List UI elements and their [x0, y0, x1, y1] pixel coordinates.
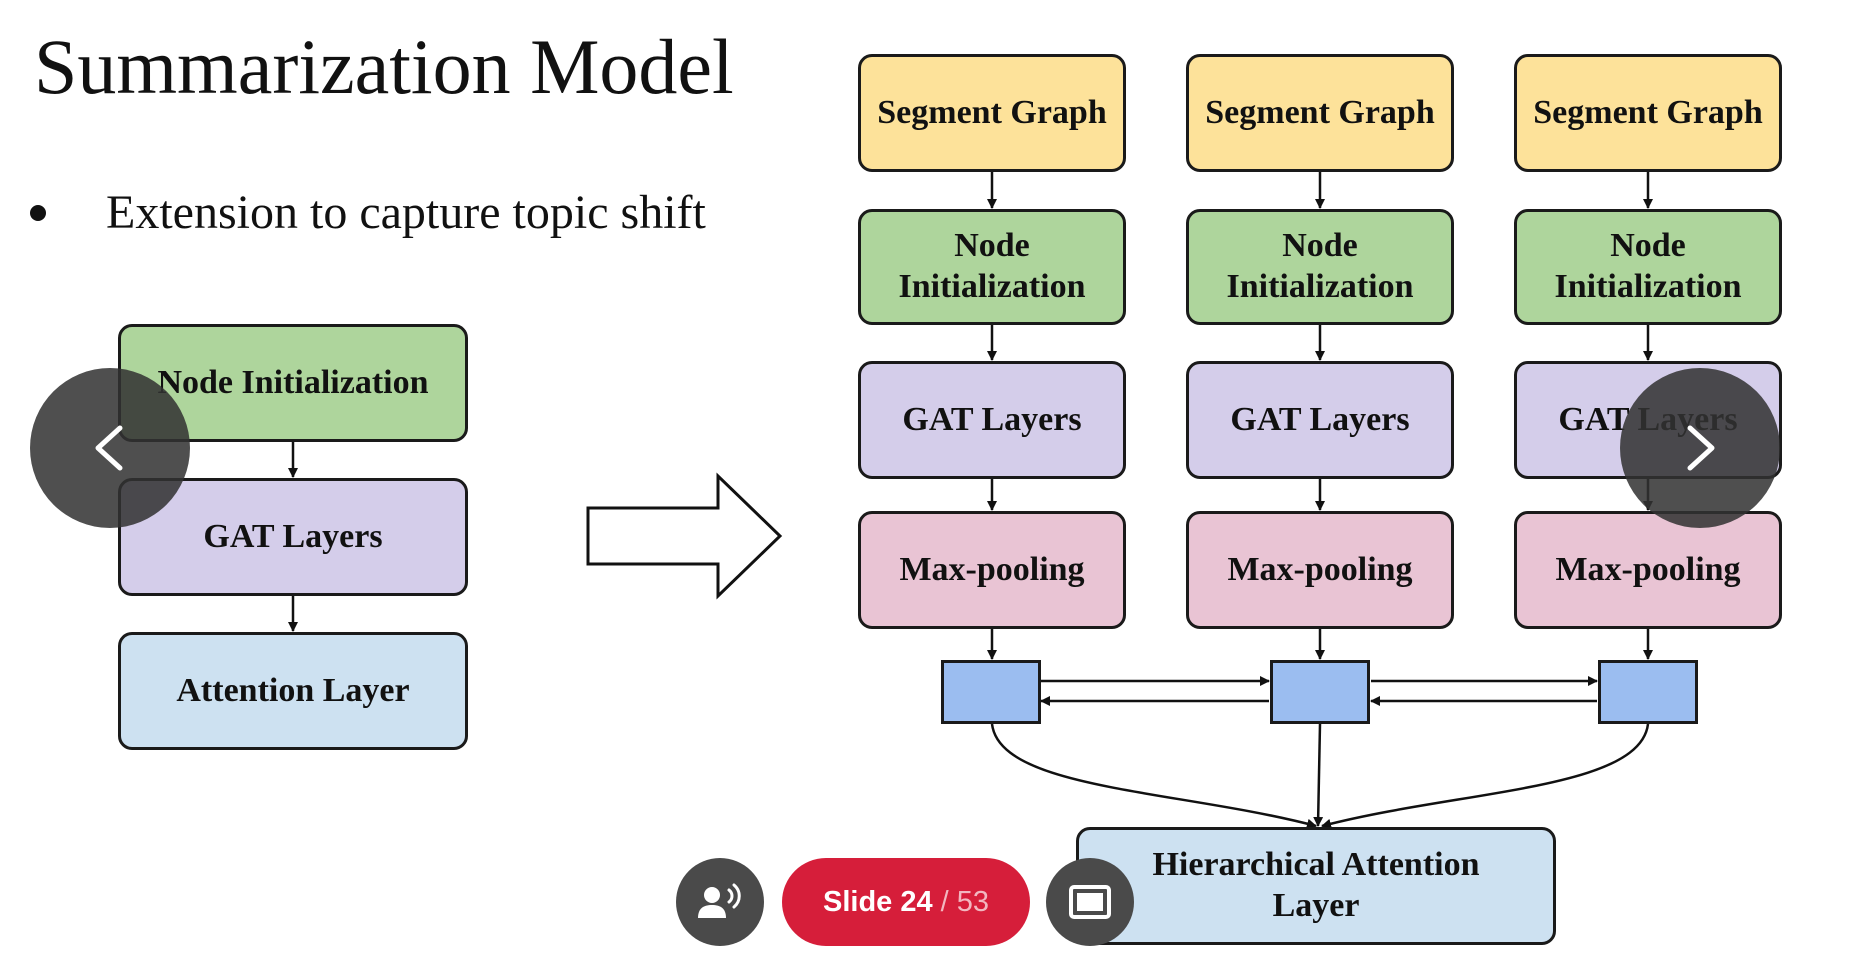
box-label: GAT Layers — [902, 400, 1082, 438]
chevron-right-icon — [1687, 425, 1715, 471]
gat-layers-box: GAT Layers — [858, 361, 1126, 479]
segment-graph-box: Segment Graph — [1514, 54, 1782, 172]
hierarchical-attention-box: Hierarchical Attention Layer — [1076, 827, 1556, 945]
max-pooling-box: Max-pooling — [858, 511, 1126, 629]
previous-slide-button[interactable] — [30, 368, 190, 528]
box-label: Max-pooling — [1555, 550, 1741, 588]
segment-vector-node — [941, 660, 1041, 724]
present-screen-icon — [1069, 885, 1111, 919]
box-label: Segment Graph — [1533, 93, 1763, 131]
chevron-left-icon — [95, 425, 123, 471]
max-pooling-box: Max-pooling — [1186, 511, 1454, 629]
segment-graph-box: Segment Graph — [858, 54, 1126, 172]
box-label: Max-pooling — [1227, 550, 1413, 588]
speaker-notes-button[interactable] — [676, 858, 764, 946]
bullet-dot-icon — [30, 204, 46, 221]
bullet-text: Extension to capture topic shift — [106, 186, 706, 239]
segment-graph-box: Segment Graph — [1186, 54, 1454, 172]
box-label: Hierarchical Attention Layer — [1152, 846, 1480, 924]
box-label: Segment Graph — [1205, 93, 1435, 131]
bullet-item: Extension to capture topic shift — [24, 185, 706, 240]
attention-layer-box: Attention Layer — [118, 632, 468, 750]
slide-label: Slide 24 — [823, 885, 933, 918]
node-initialization-box: Node Initialization — [1514, 209, 1782, 325]
box-label: Attention Layer — [176, 671, 410, 709]
present-screen-button[interactable] — [1046, 858, 1134, 946]
node-initialization-box: Node Initialization — [1186, 209, 1454, 325]
gat-layers-box: GAT Layers — [1186, 361, 1454, 479]
segment-vector-node — [1270, 660, 1370, 724]
box-label: Node Initialization — [898, 227, 1086, 305]
slide-separator: / — [940, 885, 949, 918]
box-label: Node Initialization — [1554, 227, 1742, 305]
box-label: Node Initialization — [1226, 227, 1414, 305]
node-initialization-box: Node Initialization — [858, 209, 1126, 325]
segment-vector-node — [1598, 660, 1698, 724]
box-label: Node Initialization — [157, 363, 429, 401]
box-label: Max-pooling — [899, 550, 1085, 588]
speaker-notes-icon — [698, 883, 741, 918]
box-label: GAT Layers — [203, 517, 383, 555]
box-label: Segment Graph — [877, 93, 1107, 131]
slide-total: 53 — [956, 885, 989, 918]
max-pooling-box: Max-pooling — [1514, 511, 1782, 629]
slide-counter-button[interactable]: Slide 24 / 53 — [782, 858, 1030, 946]
transform-arrow-icon — [586, 472, 783, 600]
next-slide-button[interactable] — [1620, 368, 1780, 528]
gat-layers-box: GAT Layers — [118, 478, 468, 596]
slide-title: Summarization Model — [34, 23, 734, 110]
box-label: GAT Layers — [1230, 400, 1410, 438]
